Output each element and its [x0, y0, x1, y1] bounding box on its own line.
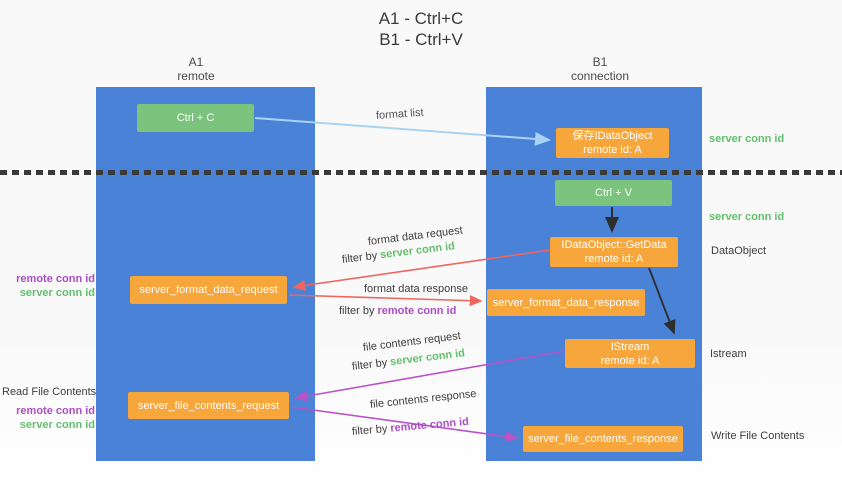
- filter-by-text: filter by: [351, 356, 388, 373]
- node-save-line2: remote id: A: [583, 144, 642, 156]
- node-server-format-data-response: server_format_data_response: [487, 289, 645, 316]
- node-istream-line1: IStream: [610, 340, 650, 353]
- label-format-list: format list: [375, 106, 424, 122]
- lane-a1-role: remote: [177, 69, 215, 83]
- node-istream-line2: remote id: A: [600, 354, 660, 367]
- node-file-request-label: server_file_contents_request: [137, 399, 280, 412]
- node-file-response-label: server_file_contents_response: [528, 433, 678, 445]
- node-save-line1: 保存IDataObject: [572, 130, 653, 142]
- node-ctrl-v-label: Ctrl + V: [595, 187, 632, 199]
- filter-by-text: filter by: [341, 249, 378, 266]
- lane-b1-role: connection: [570, 69, 630, 83]
- title-line-1: A1 - Ctrl+C: [378, 9, 464, 28]
- node-getdata-line2: remote id: A: [584, 253, 644, 265]
- node-server-format-data-request: server_format_data_request: [130, 276, 287, 304]
- node-ctrl-c-label: Ctrl + C: [176, 112, 215, 124]
- node-format-response-label: server_format_data_response: [492, 296, 640, 309]
- label-read-file-contents: Read File Contents: [2, 386, 97, 398]
- node-ctrl-v: Ctrl + V: [555, 180, 672, 206]
- lane-b1-name: B1: [592, 55, 608, 69]
- title-line-2: B1 - Ctrl+V: [379, 30, 463, 49]
- node-server-file-contents-request: server_file_contents_request: [128, 392, 289, 419]
- dashed-divider: [0, 170, 842, 175]
- left-server-conn-id-upper: server conn id: [19, 287, 95, 299]
- left-remote-conn-id-lower: remote conn id: [16, 405, 95, 417]
- label-write-file-contents: Write File Contents: [711, 430, 805, 442]
- format-data-response-arrow: [288, 294, 483, 307]
- node-ctrl-c: Ctrl + C: [137, 104, 254, 132]
- node-getdata-line1: IDataObject::GetData: [561, 239, 667, 251]
- node-idataobject-getdata: IDataObject::GetData remote id: A: [550, 237, 678, 267]
- lane-header-a1: A1 remote: [136, 55, 256, 83]
- node-format-request-label: server_format_data_request: [139, 284, 278, 296]
- diagram-title: A1 - Ctrl+C B1 - Ctrl+V: [0, 8, 842, 50]
- remote-conn-id-text: remote conn id: [377, 305, 457, 317]
- left-server-conn-id-lower: server conn id: [19, 419, 95, 431]
- node-save-idataobject: 保存IDataObject remote id: A: [556, 128, 669, 158]
- right-server-conn-id-lower: server conn id: [709, 211, 785, 223]
- node-server-file-contents-response: server_file_contents_response: [523, 426, 683, 452]
- right-server-conn-id-upper: server conn id: [709, 133, 785, 145]
- filter-by-text: filter by: [351, 422, 388, 438]
- lane-a1-name: A1: [188, 55, 204, 69]
- node-istream: IStream remote id: A: [565, 339, 695, 368]
- label-file-contents-response: file contents response: [369, 387, 478, 411]
- remote-conn-id-text: remote conn id: [389, 415, 470, 435]
- lane-header-b1: B1 connection: [540, 55, 660, 83]
- left-remote-conn-id-upper: remote conn id: [16, 273, 95, 285]
- server-conn-id-text: server conn id: [389, 347, 466, 369]
- label-format-data-response: format data response: [364, 283, 468, 295]
- label-dataobject: DataObject: [711, 245, 767, 257]
- filter-by-text: filter by: [339, 305, 375, 317]
- label-istream: Istream: [710, 348, 747, 360]
